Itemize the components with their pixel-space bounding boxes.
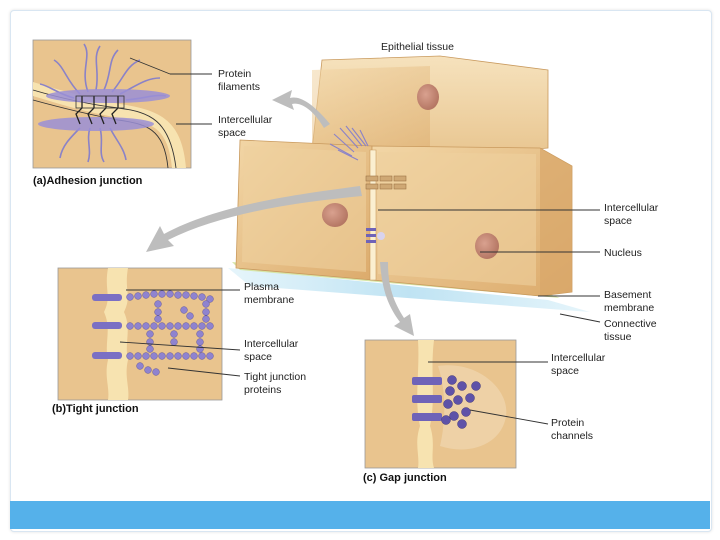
label-connective-2: tissue bbox=[604, 331, 632, 343]
label-nucleus: Nucleus bbox=[604, 247, 642, 259]
label-connective-1: Connective bbox=[604, 318, 657, 330]
footer-bar bbox=[10, 501, 710, 529]
label-plasma-1: Plasma bbox=[244, 281, 279, 293]
intercellular-space-a bbox=[33, 82, 186, 168]
gap-junction-mini bbox=[366, 228, 385, 243]
label-channels-1: Protein bbox=[551, 417, 584, 429]
label-intercellular-c-2: space bbox=[551, 365, 579, 377]
label-intercellular-a-2: space bbox=[218, 127, 246, 139]
gap-junction-bars bbox=[412, 377, 442, 421]
panel-tight: Plasma membrane Intercellular space Tigh… bbox=[52, 267, 306, 415]
label-intercellular-main-1: Intercellular bbox=[604, 202, 659, 214]
tight-junction-bars bbox=[92, 294, 122, 359]
protein-filaments bbox=[39, 43, 167, 163]
caption-gap: (c) Gap junction bbox=[363, 472, 447, 484]
label-tight-proteins-2: proteins bbox=[244, 384, 281, 396]
label-basement-1: Basement bbox=[604, 289, 651, 301]
epithelial-tissue-title: Epithelial tissue bbox=[381, 41, 454, 53]
panel-gap: Intercellular space Protein channels (c)… bbox=[363, 339, 606, 484]
tight-junction-mini bbox=[365, 175, 407, 190]
nucleus-left bbox=[322, 203, 348, 227]
label-plasma-2: membrane bbox=[244, 294, 294, 306]
label-protein-filaments-2: filaments bbox=[218, 81, 260, 93]
label-intercellular-b-1: Intercellular bbox=[244, 338, 299, 350]
label-protein-filaments-1: Protein bbox=[218, 68, 251, 80]
nucleus-top bbox=[417, 84, 439, 110]
intercellular-space-b bbox=[104, 268, 129, 400]
caption-tight: (b)Tight junction bbox=[52, 403, 139, 415]
epithelial-block: Epithelial tissue bbox=[228, 41, 590, 312]
label-intercellular-a-1: Intercellular bbox=[218, 114, 273, 126]
label-basement-2: membrane bbox=[604, 302, 654, 314]
panel-adhesion: Protein filaments Intercellular space (a… bbox=[32, 39, 273, 187]
label-intercellular-c-1: Intercellular bbox=[551, 352, 606, 364]
label-channels-2: channels bbox=[551, 430, 593, 442]
label-tight-proteins-1: Tight junction bbox=[244, 371, 306, 383]
adhesion-junction-mini bbox=[329, 125, 369, 161]
label-intercellular-b-2: space bbox=[244, 351, 272, 363]
linker-proteins bbox=[75, 96, 119, 125]
label-intercellular-main-2: space bbox=[604, 215, 632, 227]
protein-channels bbox=[441, 375, 481, 429]
nucleus-right bbox=[475, 233, 499, 259]
connective-tissue bbox=[228, 268, 590, 312]
main-labels: Intercellular space Nucleus Basement mem… bbox=[378, 202, 659, 343]
tight-junction-proteins bbox=[126, 290, 214, 376]
connector-arrows bbox=[146, 90, 414, 336]
caption-adhesion: (a)Adhesion junction bbox=[33, 175, 143, 187]
intercellular-space-c bbox=[417, 340, 434, 468]
